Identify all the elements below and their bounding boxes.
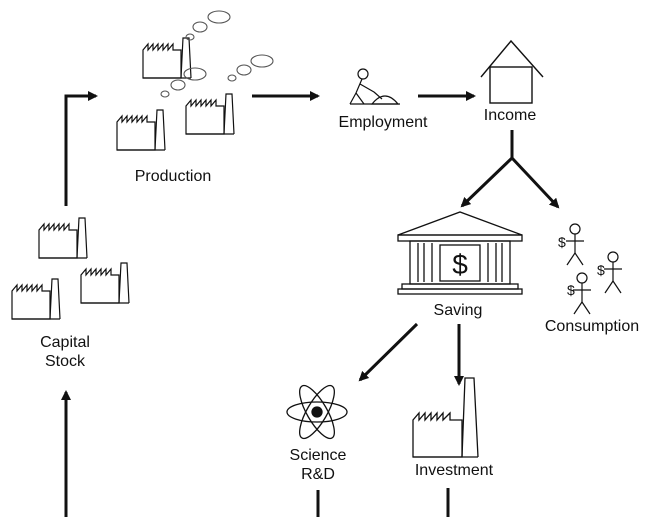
- investment-label: Investment: [415, 462, 494, 479]
- consumers-icon: [565, 223, 623, 315]
- income-label: Income: [484, 107, 537, 124]
- smoke-puff: [207, 10, 231, 24]
- consumer-dollar-2: $: [597, 262, 605, 278]
- smoke-puff: [185, 33, 195, 41]
- production-label: Production: [135, 168, 212, 185]
- capital-stock-label-line2: Stock: [45, 353, 86, 370]
- consumer-dollar-3: $: [567, 282, 575, 298]
- bank-dollar-sign: $: [452, 249, 468, 280]
- smoke-puff: [192, 21, 208, 33]
- saving-label: Saving: [434, 302, 483, 319]
- science-label-line1: Science: [290, 447, 347, 464]
- capital-stock-label-line1: Capital: [40, 334, 90, 351]
- arrow-saving-to-science: [358, 322, 419, 382]
- smoke-puff: [236, 64, 252, 76]
- capital-stock-factory-icon: [11, 217, 130, 320]
- production-factory-icon: [116, 37, 235, 151]
- atom-icon: [286, 384, 348, 440]
- smoke-puff: [160, 90, 170, 98]
- smoke-puff: [250, 54, 274, 68]
- worker-icon: [349, 68, 400, 105]
- smoke-puff: [183, 67, 207, 81]
- consumption-label: Consumption: [545, 318, 639, 335]
- consumer-dollar-1: $: [558, 234, 566, 250]
- smoke-puff: [227, 74, 237, 82]
- arrow-income-split: [460, 130, 560, 209]
- house-icon: [480, 39, 544, 104]
- science-label-line2: R&D: [301, 466, 335, 483]
- smoke-puff: [170, 79, 186, 91]
- employment-label: Employment: [339, 114, 428, 131]
- arrow-capital-to-production: [64, 91, 98, 206]
- smoke-clouds: [160, 10, 274, 98]
- bank-icon: [397, 211, 523, 295]
- investment-factory-icon: [412, 377, 479, 458]
